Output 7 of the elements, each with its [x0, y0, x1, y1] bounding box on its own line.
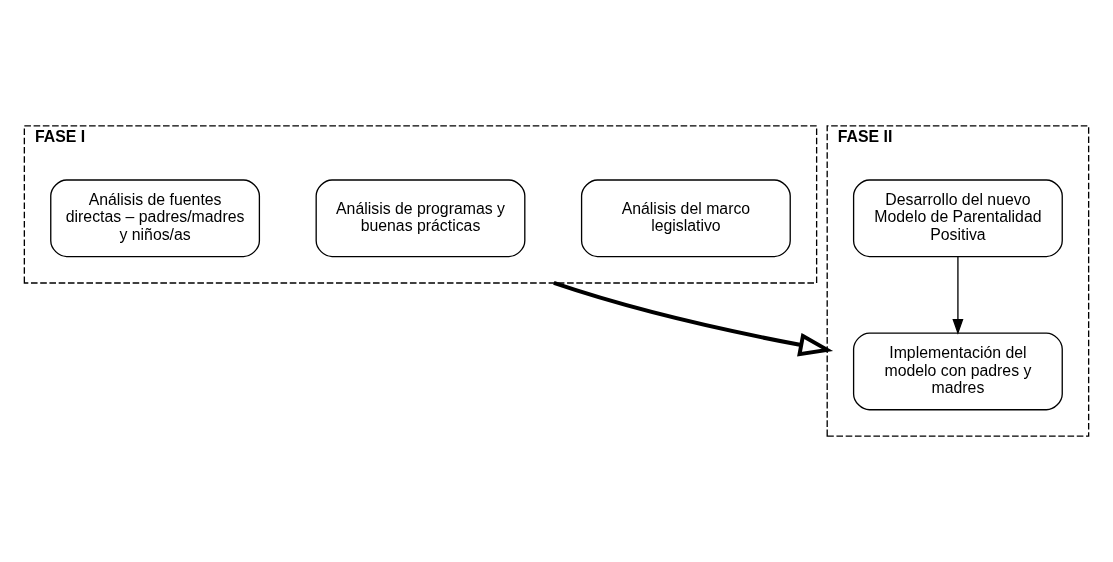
node-box: Desarrollo del nuevo Modelo de Parentalidad Positiva — [852, 179, 1063, 258]
node-box: Análisis del marco legislativo — [580, 179, 791, 258]
node-box: Implementación del modelo con padres y madres — [852, 332, 1063, 411]
node-box: Análisis de programas y buenas prácticas — [315, 179, 526, 258]
arrow — [952, 256, 964, 335]
arrow — [553, 281, 834, 357]
node-box: Análisis de fuentes directas – padres/madres y niños/as — [50, 179, 261, 258]
